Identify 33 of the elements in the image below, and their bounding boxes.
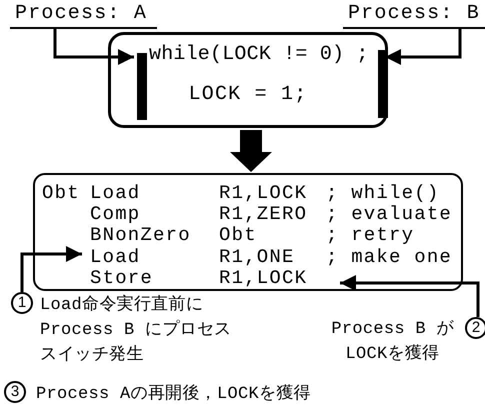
code-text: Obt	[219, 225, 257, 245]
callout-number: 1	[11, 292, 33, 314]
marker-bar	[378, 50, 388, 118]
code-box	[33, 173, 463, 291]
code-text: R1,ZERO	[219, 204, 308, 224]
code-text: ; retry	[326, 225, 414, 245]
callout-text: Process B がLOCKを獲得	[330, 319, 455, 366]
code-text: Load	[90, 183, 140, 203]
arrow	[54, 29, 134, 65]
arrow	[340, 275, 480, 317]
marker-bar	[137, 53, 147, 120]
callout-text: Load命令実行直前にProcess B にプロセススイッチ発生	[40, 294, 233, 367]
callout-number: 2	[465, 317, 485, 339]
code-box	[108, 32, 388, 128]
arrow	[20, 246, 82, 292]
process-label: Process: A	[10, 4, 157, 29]
code-text: R1,LOCK	[219, 183, 308, 203]
code-text: Load	[90, 247, 140, 267]
code-text: LOCK = 1;	[188, 85, 308, 105]
block-arrow	[230, 130, 272, 172]
callout-text: Process Aの再開後，LOCKを獲得	[36, 383, 312, 406]
code-text: Obt	[42, 183, 80, 203]
code-text: ; make one	[326, 247, 452, 267]
code-text: ; while()	[326, 183, 440, 203]
code-text: Comp	[90, 204, 140, 224]
code-text: Store	[90, 268, 154, 288]
code-text: ; evaluate	[326, 204, 452, 224]
code-text: R1,ONE	[219, 247, 295, 267]
code-text: while(LOCK != 0) ;	[149, 45, 369, 65]
callout-number: 3	[4, 381, 26, 403]
process-label: Process: B	[343, 4, 485, 29]
code-text: BNonZero	[90, 225, 191, 245]
code-text: R1,LOCK	[219, 268, 308, 288]
